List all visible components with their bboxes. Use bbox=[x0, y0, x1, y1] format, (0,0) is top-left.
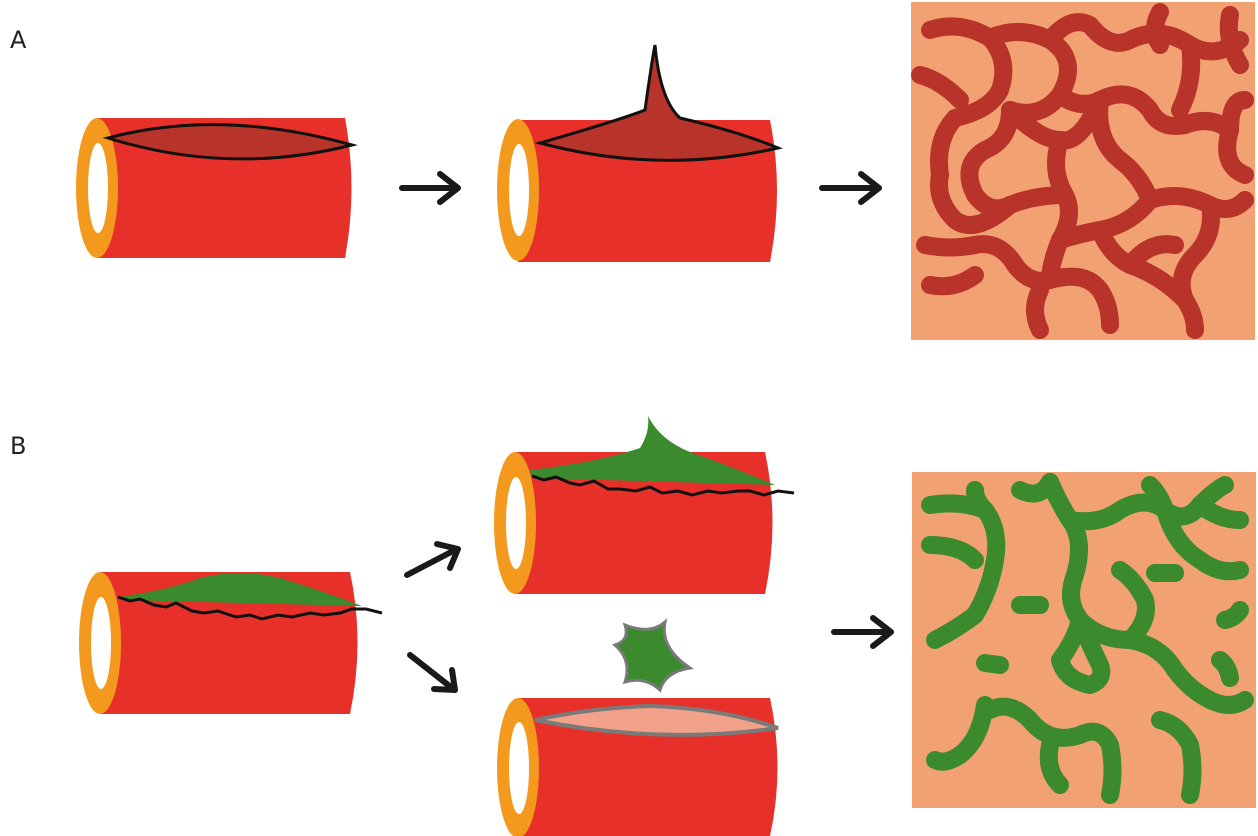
vessel-a2 bbox=[497, 45, 778, 262]
vessel-a1 bbox=[76, 118, 352, 258]
embolus-icon bbox=[615, 622, 690, 690]
arrow-right-icon bbox=[834, 618, 891, 646]
arrow-right-icon bbox=[822, 174, 879, 202]
thrombus-network-a bbox=[911, 2, 1255, 340]
vessel-b1 bbox=[79, 572, 382, 714]
vessel-b3 bbox=[497, 698, 778, 836]
vessel-b2 bbox=[494, 416, 794, 594]
thrombus-a2 bbox=[540, 45, 778, 160]
arrow-down-right-icon bbox=[410, 655, 455, 690]
arrow-up-right-icon bbox=[407, 544, 458, 575]
thrombus-network-b bbox=[912, 472, 1256, 808]
thrombus-b2 bbox=[530, 416, 775, 485]
arrow-right-icon bbox=[402, 174, 458, 202]
